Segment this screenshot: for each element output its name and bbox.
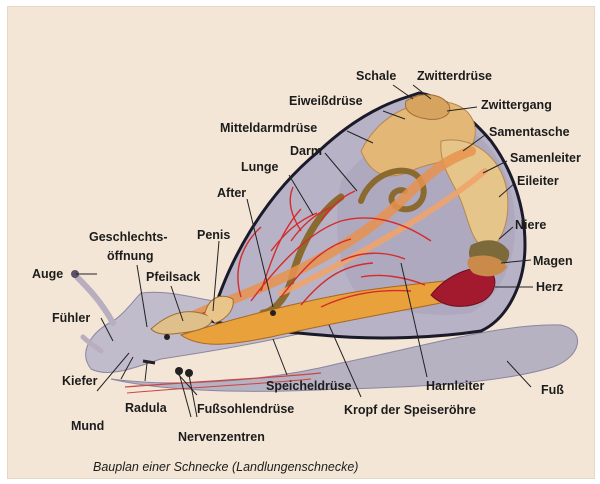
label-zwitterdruese: Zwitterdrüse: [417, 69, 492, 83]
label-mund: Mund: [71, 419, 104, 433]
label-lunge: Lunge: [241, 160, 279, 174]
figure-caption: Bauplan einer Schnecke (Landlungenschnec…: [93, 460, 358, 474]
label-fusssohlendruese: Fußsohlendrüse: [197, 402, 294, 416]
label-niere: Niere: [515, 218, 546, 232]
label-herz: Herz: [536, 280, 563, 294]
label-eileiter: Eileiter: [517, 174, 559, 188]
anus-point: [270, 310, 276, 316]
label-samenleiter: Samenleiter: [510, 151, 581, 165]
label-penis: Penis: [197, 228, 230, 242]
label-fuehler: Fühler: [52, 311, 90, 325]
label-harnleiter: Harnleiter: [426, 379, 484, 393]
label-auge: Auge: [32, 267, 63, 281]
diagram-frame: Schale Zwitterdrüse Eiweißdrüse Zwitterg…: [7, 6, 595, 479]
label-radula: Radula: [125, 401, 168, 415]
label-samentasche: Samentasche: [489, 125, 570, 139]
label-geschlechts-line2: öffnung: [107, 249, 154, 263]
label-geschlechts-line1: Geschlechts-: [89, 230, 168, 244]
nerve-ganglion-3: [164, 334, 170, 340]
label-schale: Schale: [356, 69, 396, 83]
label-darm: Darm: [290, 144, 322, 158]
label-speicheldruese: Speicheldrüse: [266, 379, 351, 393]
snail-anatomy-diagram: Schale Zwitterdrüse Eiweißdrüse Zwitterg…: [8, 7, 594, 478]
label-nervenzentren: Nervenzentren: [178, 430, 265, 444]
label-magen: Magen: [533, 254, 573, 268]
label-after: After: [217, 186, 246, 200]
radula-shape: [143, 361, 155, 363]
label-mitteldarmdruese: Mitteldarmdrüse: [220, 121, 317, 135]
label-zwittergang: Zwittergang: [481, 98, 552, 112]
label-kiefer: Kiefer: [62, 374, 98, 388]
label-fuss: Fuß: [541, 383, 564, 397]
label-pfeilsack: Pfeilsack: [146, 270, 200, 284]
label-kropf: Kropf der Speiseröhre: [344, 403, 476, 417]
label-eiweissdruese: Eiweißdrüse: [289, 94, 363, 108]
